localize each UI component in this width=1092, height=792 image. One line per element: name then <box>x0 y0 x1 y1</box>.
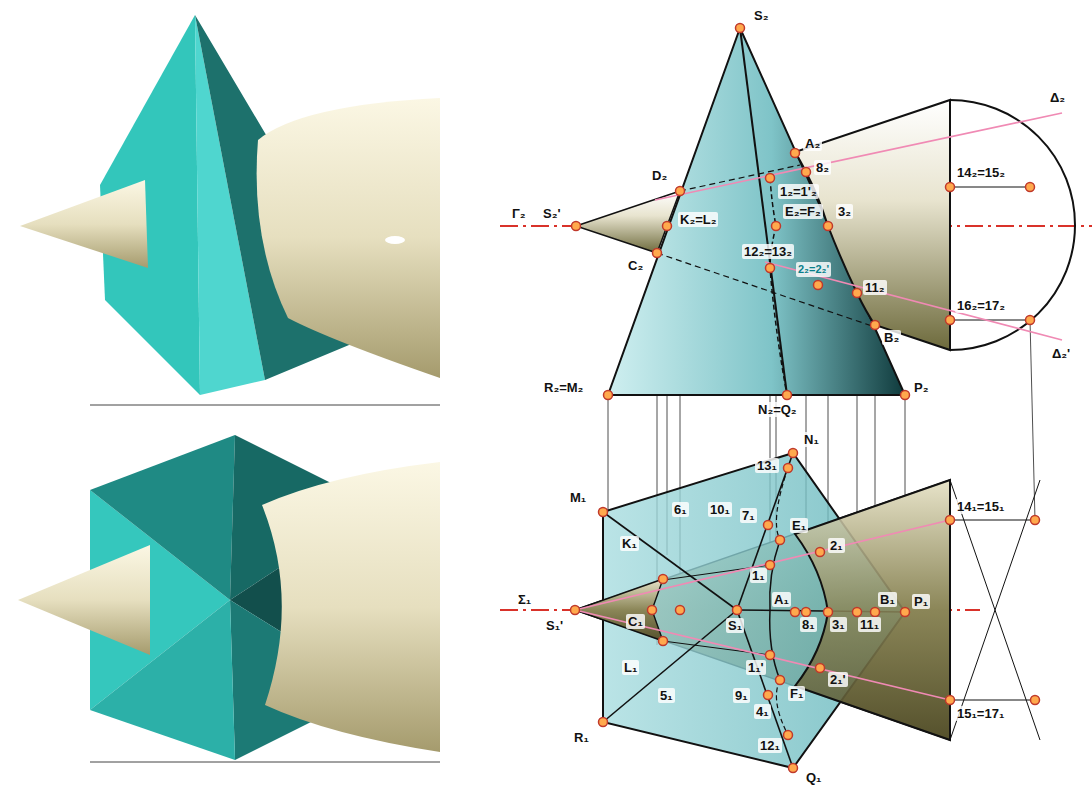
point-label: 12₂=13₂ <box>742 244 794 259</box>
point-label: 1₂=1'₂ <box>778 184 819 199</box>
point-label: A₁ <box>772 592 791 607</box>
point-label: Q₁ <box>804 770 824 785</box>
top-view <box>575 453 1040 768</box>
point-label: N₂=Q₂ <box>756 402 799 417</box>
point-label: A₂ <box>803 136 822 151</box>
point-label: 14₂=15₂ <box>955 165 1007 180</box>
point-label: B₁ <box>878 592 897 607</box>
point-label: M₁ <box>568 490 588 505</box>
point-label: 1₁' <box>746 660 766 675</box>
point-label: S₂ <box>752 8 770 23</box>
point-label: 13₁ <box>755 458 779 473</box>
point-label: B₂ <box>882 330 901 345</box>
render-top <box>18 435 440 762</box>
point-label: 3₂ <box>836 204 853 219</box>
point-label: F₁ <box>788 686 805 701</box>
point-label: R₁ <box>572 730 591 745</box>
render-front <box>20 15 440 405</box>
point-label: P₁ <box>912 594 930 609</box>
point-label: C₁ <box>626 614 645 629</box>
point-label: 11₁ <box>858 617 881 632</box>
point-label: C₂ <box>626 258 645 273</box>
point-label: Γ₂ <box>510 206 528 221</box>
point-label: 4₁ <box>754 704 771 719</box>
point-label: 15₁=17₁ <box>955 706 1006 721</box>
point-label: 8₁ <box>800 617 817 632</box>
point-label: L₁ <box>622 660 639 675</box>
point-label: 2₁' <box>828 672 848 687</box>
point-label: Σ₁ <box>516 592 533 607</box>
point-label: N₁ <box>802 432 821 447</box>
point-label: E₂=F₂ <box>783 204 823 219</box>
point-label: P₂ <box>912 380 930 395</box>
point-label: R₂=M₂ <box>542 380 585 395</box>
point-label: D₂ <box>650 168 669 183</box>
point-label: Δ₂' <box>1050 346 1072 361</box>
point-label: 6₁ <box>672 502 689 517</box>
point-label: 14₁=15₁ <box>955 499 1006 514</box>
point-label: S₁' <box>544 618 565 633</box>
point-label: K₁ <box>620 536 639 551</box>
point-label: 12₁ <box>758 738 782 753</box>
point-label: 7₁ <box>740 508 757 523</box>
point-label: 1₁ <box>750 568 767 583</box>
point-label: 3₁ <box>830 617 847 632</box>
point-label: Δ₂ <box>1048 90 1067 105</box>
point-label: 9₁ <box>733 688 750 703</box>
point-label: 8₂ <box>814 160 831 175</box>
construction-points <box>571 24 1040 773</box>
point-label: S₁ <box>726 618 744 633</box>
point-label: 5₁ <box>658 688 675 703</box>
front-view <box>576 28 1075 395</box>
point-label: 16₂=17₂ <box>955 298 1007 313</box>
point-label: E₁ <box>790 518 808 533</box>
point-label: 11₂ <box>863 280 887 295</box>
point-label: S₂' <box>541 206 563 221</box>
point-label: 10₁ <box>708 502 732 517</box>
point-label: K₂=L₂ <box>678 212 718 227</box>
point-label: 2₁ <box>828 538 845 553</box>
point-label: 2₂=2₂' <box>796 262 831 277</box>
